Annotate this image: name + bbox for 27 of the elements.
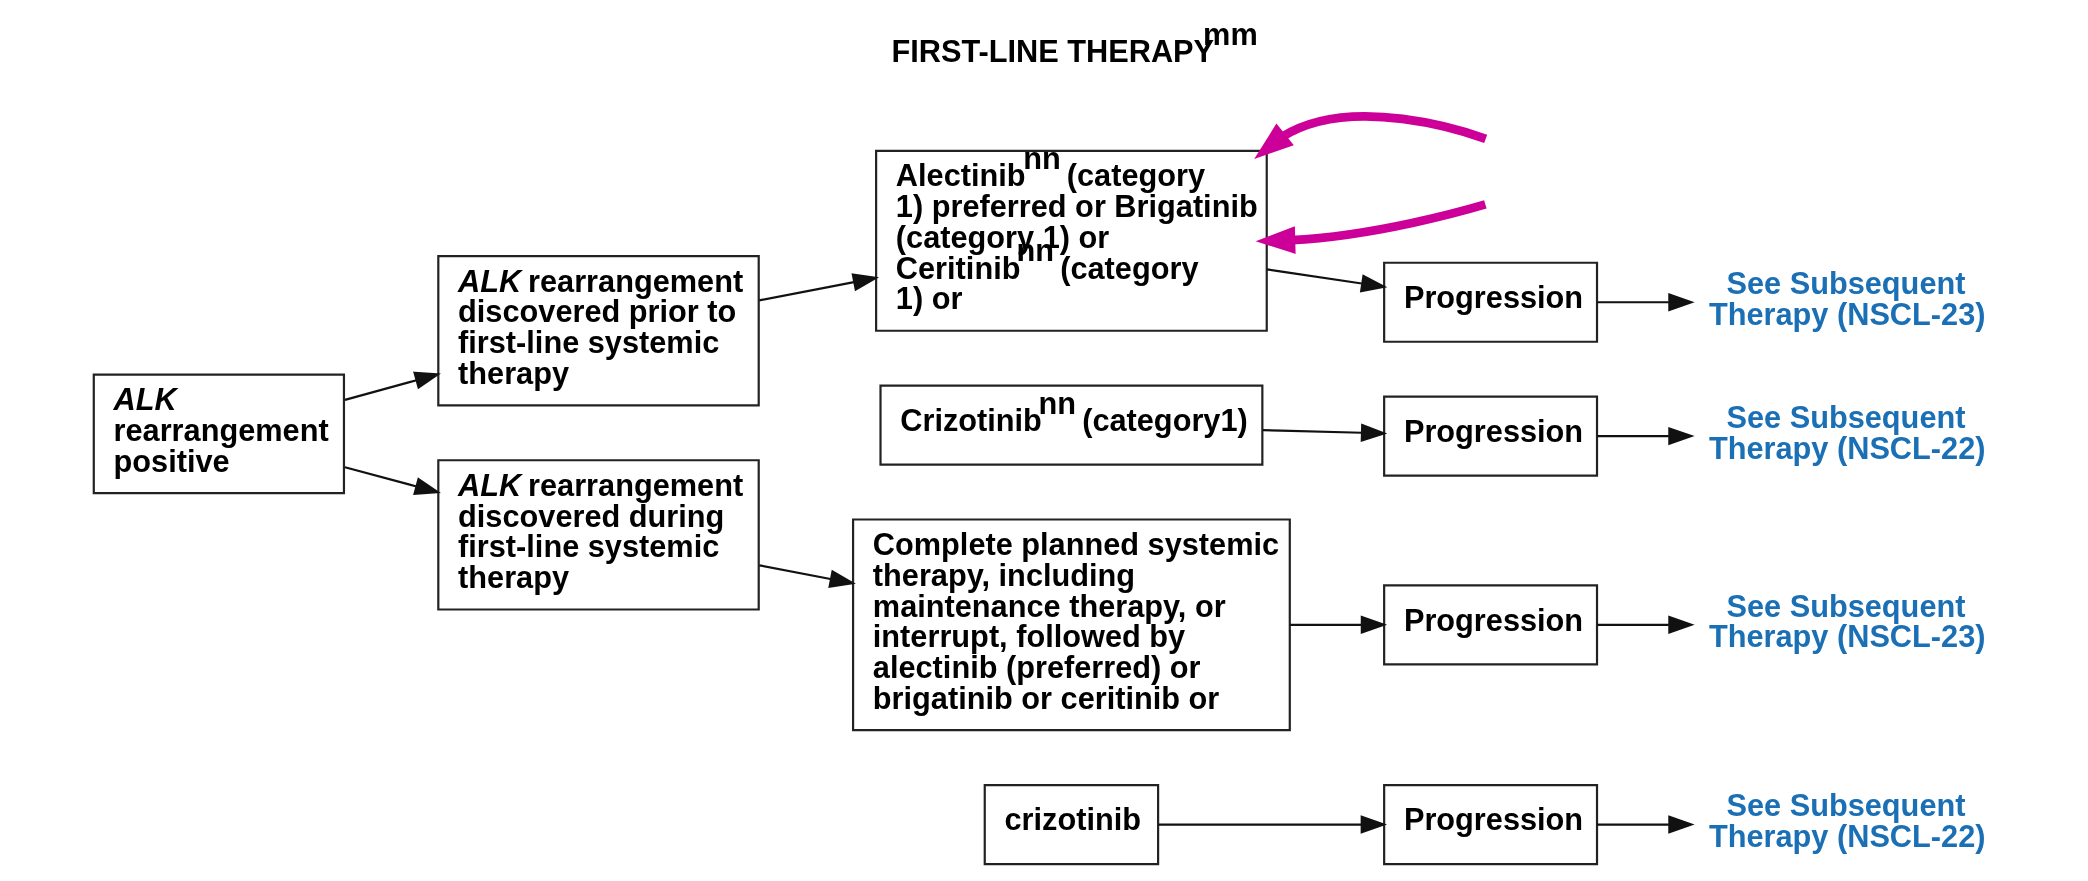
node-box: ALK rearrangement discovered during first-line systemic therapy	[437, 459, 760, 611]
arrow	[344, 371, 441, 401]
node-box: crizotinib	[983, 783, 1160, 866]
arrow	[1262, 423, 1388, 442]
arrow	[1597, 293, 1695, 312]
node-text: See Subsequent Therapy (NSCL-23)	[1708, 265, 1986, 332]
arrow	[1158, 815, 1387, 834]
node-box: Progression	[1383, 395, 1599, 477]
arrow	[759, 273, 880, 302]
arrow	[1597, 426, 1695, 446]
arrow	[759, 564, 856, 588]
arrow	[1597, 815, 1695, 834]
node-box: Progression	[1383, 783, 1599, 866]
node-box: Progression	[1383, 584, 1599, 666]
node-box: ALK rearrangement discovered prior to first-line systemic therapy	[437, 255, 760, 407]
node-box: ALK rearrangement positive	[92, 373, 346, 495]
arrow	[1255, 200, 1487, 254]
arrow	[344, 466, 441, 496]
node-text: See Subsequent Therapy (NSCL-22)	[1708, 399, 1986, 466]
node-box: Complete planned systemic therapy, including maintenance therapy, or interrupt, followed by alectinib (preferred) or brigatinib or ceritinib or	[852, 518, 1291, 732]
arrow	[1254, 112, 1488, 160]
node-text: See Subsequent Therapy (NSCL-23)	[1708, 588, 1986, 655]
node-box: Progression	[1383, 261, 1599, 343]
node-text: See Subsequent Therapy (NSCL-22)	[1708, 788, 1986, 854]
arrow	[1290, 615, 1388, 635]
arrow	[1266, 268, 1388, 293]
arrow	[1597, 615, 1695, 635]
